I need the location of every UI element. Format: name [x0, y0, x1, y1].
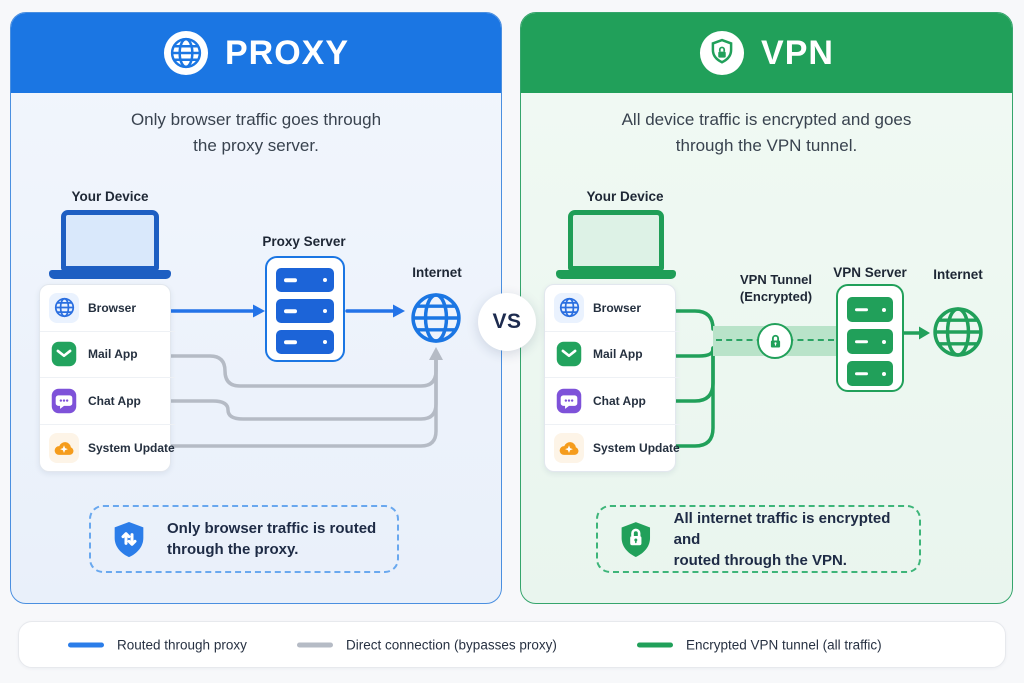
- internet-globe-icon: [933, 307, 983, 357]
- vpn-line-browser: [674, 309, 715, 331]
- app-row-mail: Mail App: [40, 332, 175, 378]
- server-rack: [276, 268, 334, 292]
- globe-badge-icon: [163, 30, 209, 76]
- app-row-mail: Mail App: [545, 332, 680, 378]
- vpn-title: VPN: [761, 33, 834, 72]
- vpn-panel: VPN All device traffic is encrypted and …: [520, 12, 1013, 604]
- mail-icon: [554, 339, 584, 369]
- direct-arrowhead: [429, 347, 443, 360]
- globe-icon: [554, 292, 584, 323]
- chat-icon: [554, 386, 584, 416]
- app-row-update: System Update: [545, 425, 680, 472]
- shield-route-icon: [114, 522, 144, 558]
- green-line-swatch: [637, 642, 673, 647]
- shield-lock-badge-icon: [699, 30, 745, 76]
- server-rack: [276, 330, 334, 354]
- server-rack: [847, 329, 893, 354]
- app-row-update: System Update: [40, 425, 175, 472]
- mail-icon: [49, 339, 79, 369]
- cloud-update-icon: [49, 432, 79, 463]
- proxy-subtitle: Only browser traffic goes through the pr…: [130, 110, 382, 155]
- device-app-list: Browser Mail App Chat App: [544, 284, 680, 472]
- server-rack: [847, 297, 893, 322]
- direct-line-update: [167, 358, 438, 448]
- legend-bar: Routed through proxy Direct connection (…: [18, 621, 1006, 668]
- vpn-arrowhead: [919, 326, 930, 340]
- internet-label: Internet: [933, 267, 983, 282]
- vpn-callout-text: All internet traffic is encrypted and ro…: [673, 509, 891, 569]
- gray-line-swatch: [297, 642, 333, 647]
- vpn-callout: All internet traffic is encrypted and ro…: [596, 505, 921, 573]
- app-row-browser: Browser: [40, 285, 175, 332]
- laptop-icon: [61, 210, 159, 271]
- device-label: Your Device: [586, 189, 664, 204]
- proxy-panel: PROXY Only browser traffic goes through …: [10, 12, 502, 604]
- vpn-line-chat: [674, 346, 715, 403]
- vs-badge: VS: [478, 293, 536, 351]
- blue-line-swatch: [68, 642, 104, 647]
- vpn-tunnel-label: VPN Tunnel (Encrypted): [739, 272, 813, 304]
- vpn-subtitle: All device traffic is encrypted and goes…: [621, 110, 912, 155]
- proxy-arrowhead-1: [253, 304, 265, 318]
- laptop-base: [556, 270, 676, 279]
- app-row-chat: Chat App: [545, 378, 680, 425]
- proxy-arrowhead-2: [393, 304, 405, 318]
- vpn-header: VPN: [521, 13, 1012, 93]
- globe-icon: [49, 292, 79, 323]
- chat-icon: [49, 386, 79, 416]
- legend-item-proxy: Routed through proxy: [68, 637, 247, 652]
- proxy-server-icon: [265, 256, 345, 362]
- proxy-callout-text: Only browser traffic is routed through t…: [167, 520, 377, 558]
- proxy-callout: Only browser traffic is routed through t…: [89, 505, 399, 573]
- vpn-line-update: [674, 346, 715, 448]
- app-row-browser: Browser: [545, 285, 680, 332]
- tunnel-lock-icon: [757, 323, 793, 359]
- server-rack: [276, 299, 334, 323]
- device-app-list: Browser Mail App Chat App: [39, 284, 175, 472]
- proxy-header: PROXY: [11, 13, 501, 93]
- cloud-update-icon: [554, 432, 584, 463]
- legend-item-direct: Direct connection (bypasses proxy): [297, 637, 557, 652]
- vpn-server-label: VPN Server: [833, 265, 907, 280]
- legend-item-vpn: Encrypted VPN tunnel (all traffic): [637, 637, 882, 652]
- proxy-server-label: Proxy Server: [262, 234, 346, 249]
- internet-label: Internet: [412, 265, 462, 280]
- app-row-chat: Chat App: [40, 378, 175, 425]
- vpn-line-mail: [674, 347, 715, 358]
- shield-lock-icon: [621, 522, 651, 558]
- vpn-server-icon: [836, 284, 904, 392]
- laptop-base: [49, 270, 171, 279]
- server-rack: [847, 361, 893, 386]
- proxy-title: PROXY: [224, 33, 350, 72]
- direct-line-chat: [167, 358, 438, 421]
- device-label: Your Device: [71, 189, 149, 204]
- internet-globe-icon: [411, 293, 461, 343]
- laptop-icon: [568, 210, 664, 271]
